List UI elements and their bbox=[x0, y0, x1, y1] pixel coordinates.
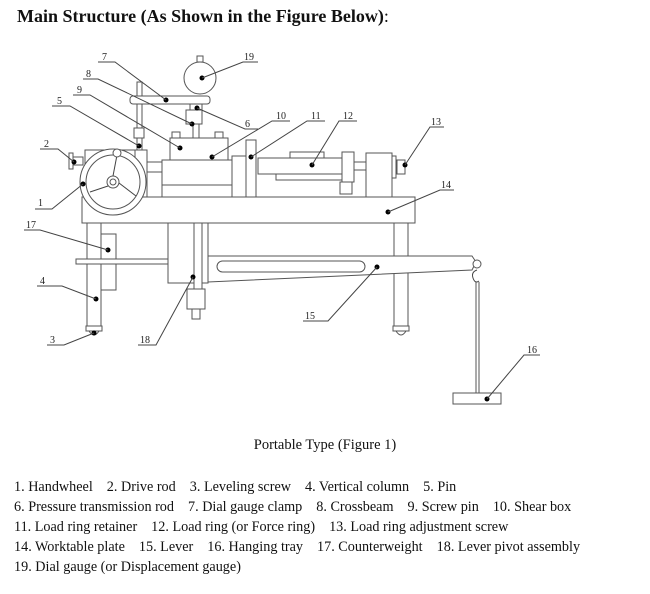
lever-slot bbox=[216, 260, 366, 273]
legend-item: 11. Load ring retainer bbox=[14, 519, 138, 535]
callout-6: 6 bbox=[245, 119, 250, 130]
title-text: Main Structure (As Shown in the Figure B… bbox=[17, 6, 384, 26]
adjustment-flange bbox=[391, 155, 397, 179]
callout-2: 2 bbox=[44, 139, 49, 150]
legend-row: 1. Handwheel 2. Drive rod 3. Leveling scre… bbox=[14, 477, 594, 497]
legend-item: 4. Vertical column bbox=[305, 479, 410, 495]
title-colon: : bbox=[383, 6, 389, 26]
apparatus-drawing: 1 2 3 4 5 6 7 8 9 10 11 12 13 14 15 16 1… bbox=[24, 52, 540, 405]
parts-legend: 1. Handwheel 2. Drive rod 3. Leveling scre… bbox=[14, 477, 594, 577]
legend-item: 15. Lever bbox=[138, 539, 194, 555]
callout-19: 19 bbox=[244, 52, 254, 63]
legend-item: 2. Drive rod bbox=[106, 479, 176, 495]
legend-item: 8. Crossbeam bbox=[316, 499, 394, 515]
callout-4: 4 bbox=[40, 276, 45, 287]
callout-numbers: 1 2 3 4 5 6 7 8 9 10 11 12 13 14 15 16 1… bbox=[26, 52, 537, 356]
right-leg bbox=[393, 222, 409, 327]
load-ring-body bbox=[257, 157, 351, 175]
load-ring-end bbox=[341, 151, 355, 183]
legend-item: 16. Hanging tray bbox=[207, 539, 304, 555]
legend-row: 6. Pressure transmission rod 7. Dial gaug… bbox=[14, 497, 594, 517]
handwheel-hub-inner bbox=[109, 178, 117, 186]
shear-box-lower bbox=[161, 159, 233, 198]
load-ring-bottom bbox=[275, 173, 343, 181]
load-ring-foot bbox=[339, 181, 353, 195]
legend-item: 19. Dial gauge (or Displacement gauge) bbox=[14, 559, 241, 575]
legend-item: 14. Worktable plate bbox=[14, 539, 125, 555]
legend-row: 19. Dial gauge (or Displacement gauge) bbox=[14, 557, 594, 577]
handwheel-hub bbox=[106, 175, 120, 189]
right-leg-foot bbox=[392, 325, 410, 336]
pivot-bolt bbox=[191, 308, 201, 320]
callout-10: 10 bbox=[276, 111, 286, 122]
lever-left-rod bbox=[75, 258, 169, 265]
callout-15: 15 bbox=[305, 311, 315, 322]
legend-row: 11. Load ring retainer 12. Load ring (or … bbox=[14, 517, 594, 537]
pin bbox=[133, 127, 145, 139]
handwheel-spokes bbox=[89, 154, 137, 197]
clamp-column bbox=[136, 81, 143, 151]
callout-8: 8 bbox=[86, 69, 91, 80]
callout-9: 9 bbox=[77, 85, 82, 96]
legend-item: 3. Leveling screw bbox=[189, 479, 291, 495]
adjustment-housing bbox=[365, 152, 393, 198]
handwheel-handle bbox=[112, 148, 122, 158]
hanging-hook bbox=[472, 269, 480, 283]
legend-item: 12. Load ring (or Force ring) bbox=[151, 519, 316, 535]
callout-7: 7 bbox=[102, 52, 107, 63]
pivot-nut bbox=[186, 288, 206, 310]
load-ring-top bbox=[289, 151, 325, 159]
ring-coupler bbox=[353, 161, 367, 171]
legend-item: 5. Pin bbox=[423, 479, 457, 495]
lever-hook-eye bbox=[472, 259, 482, 269]
hanging-tray bbox=[452, 392, 502, 405]
left-leg bbox=[86, 222, 102, 327]
callout-1: 1 bbox=[38, 198, 43, 209]
screw-pin-left bbox=[171, 131, 181, 139]
leader-lines bbox=[24, 61, 540, 400]
legend-item: 17. Counterweight bbox=[317, 539, 423, 555]
legend-item: 18. Lever pivot assembly bbox=[436, 539, 581, 555]
legend-item: 13. Load ring adjustment screw bbox=[329, 519, 509, 535]
shear-box-connector bbox=[146, 161, 163, 173]
pivot-rod bbox=[193, 222, 203, 290]
crossbeam bbox=[129, 95, 211, 105]
callout-16: 16 bbox=[527, 345, 537, 356]
callout-11: 11 bbox=[311, 111, 321, 122]
callout-3: 3 bbox=[50, 335, 55, 346]
legend-row: 14. Worktable plate 15. Lever 16. Hanging … bbox=[14, 537, 594, 557]
callout-17: 17 bbox=[26, 220, 36, 231]
callout-5: 5 bbox=[57, 96, 62, 107]
callout-12: 12 bbox=[343, 111, 353, 122]
legend-item: 1. Handwheel bbox=[14, 479, 93, 495]
screw-pin-right bbox=[214, 131, 224, 139]
figure-caption: Portable Type (Figure 1) bbox=[253, 437, 397, 453]
dial-gauge-stem bbox=[196, 55, 204, 63]
callout-14: 14 bbox=[441, 180, 451, 191]
legend-item: 7. Dial gauge clamp bbox=[188, 499, 303, 515]
page-title: Main Structure (As Shown in the Figure B… bbox=[17, 6, 389, 27]
callout-dots bbox=[71, 75, 490, 402]
legend-item: 10. Shear box bbox=[492, 499, 572, 515]
shear-bracket bbox=[231, 155, 247, 198]
legend-item: 6. Pressure transmission rod bbox=[14, 499, 174, 515]
legend-item: 9. Screw pin bbox=[407, 499, 479, 515]
callout-18: 18 bbox=[140, 335, 150, 346]
callout-13: 13 bbox=[431, 117, 441, 128]
load-ring-retainer bbox=[245, 139, 257, 198]
